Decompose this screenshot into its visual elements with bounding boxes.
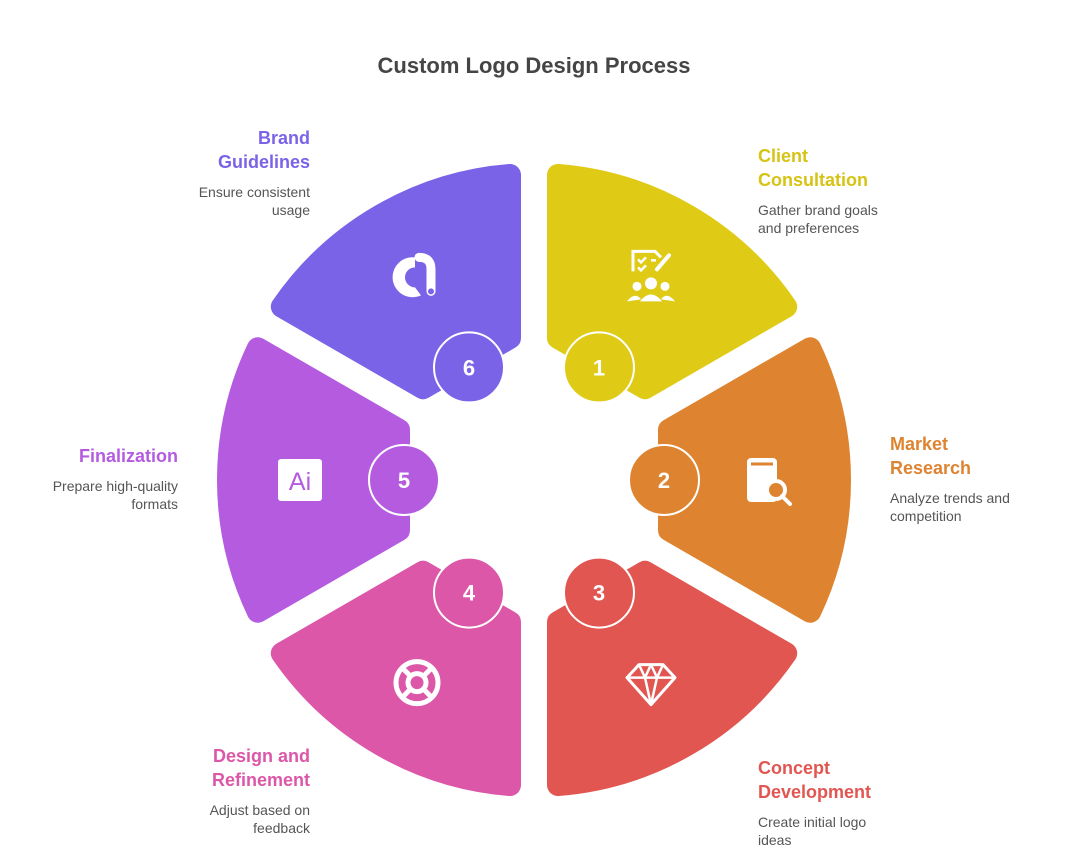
step-number: 2 [658, 468, 670, 493]
step-number: 1 [593, 355, 605, 380]
document-search-icon [747, 458, 792, 506]
brand-logo-icon [392, 252, 436, 298]
diagram-title: Custom Logo Design Process [377, 53, 691, 78]
svg-text:Ai: Ai [289, 468, 311, 496]
step-segment-4: 4 [270, 556, 521, 797]
segment-shape [547, 163, 798, 400]
step-number-badge: 2 [628, 444, 700, 516]
step-number: 5 [398, 468, 410, 493]
step-title: Finalization [79, 446, 178, 466]
adobe-illustrator-icon: Ai [278, 459, 322, 501]
step-number-badge: 5 [368, 444, 440, 516]
lifebuoy-icon [393, 659, 441, 707]
step-segment-1: 1 [547, 163, 798, 404]
diamond-icon [625, 663, 677, 707]
step-number-badge: 6 [433, 331, 505, 404]
step-number: 6 [463, 355, 475, 380]
checklist-team-icon [627, 249, 675, 302]
step-number: 4 [463, 581, 476, 606]
step-number-badge: 4 [433, 556, 505, 629]
step-segment-6: 6 [270, 163, 521, 404]
step-number-badge: 1 [563, 331, 635, 404]
step-number-badge: 3 [563, 556, 635, 629]
step-segment-3: 3 [547, 556, 798, 797]
step-segment-2: 2 [628, 337, 851, 623]
step-number: 3 [593, 581, 605, 606]
step-segment-5: Ai 5 [217, 337, 440, 623]
